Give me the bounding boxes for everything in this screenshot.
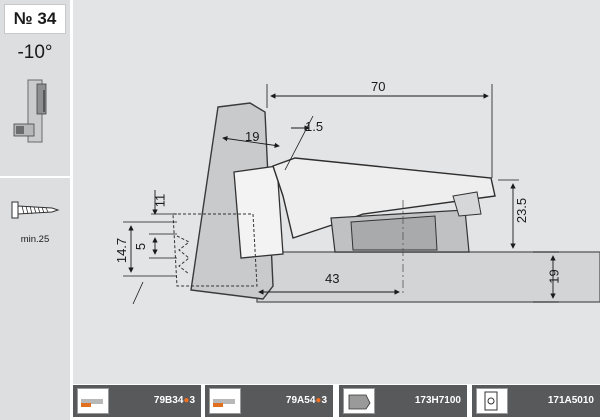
part-item[interactable]: 173H7100 <box>339 385 467 417</box>
dim-19-right: 19 <box>546 269 562 284</box>
part-code: 79A54●3 <box>285 395 327 406</box>
technical-drawing: 70 1.5 19 23.5 11 14.7 5 43 19 <box>73 0 600 384</box>
part-code: 79B34●3 <box>153 395 195 406</box>
opening-angle: -10° <box>17 42 53 63</box>
hinge-cup <box>233 165 284 259</box>
part-item[interactable]: 79A54●3 <box>205 385 333 417</box>
part-code: 173H7100 <box>414 395 461 406</box>
dim-43: 43 <box>325 271 340 286</box>
dim-19-top: 19 <box>245 129 260 144</box>
parts-bar-corner <box>0 384 70 420</box>
adapter-icon <box>476 388 508 414</box>
screw-icon <box>11 201 60 219</box>
mounting-plate-icon <box>209 388 241 414</box>
dim-14-7: 14.7 <box>114 237 130 264</box>
hinge-drawing <box>123 84 600 305</box>
hinge-arm-icon <box>77 388 109 414</box>
dim-11: 11 <box>152 193 168 208</box>
hinge-side-view-icon <box>13 79 47 143</box>
sheet-number: № 34 <box>4 4 66 34</box>
dim-1-5: 1.5 <box>305 119 324 134</box>
sidebar: № 34 -10° min.25 <box>0 0 70 384</box>
part-item[interactable]: 171A5010 <box>472 385 600 417</box>
hinge-arm <box>272 157 496 239</box>
part-code: 171A5010 <box>547 395 594 406</box>
dim-23-5: 23.5 <box>514 197 530 224</box>
screw-length-label: min.25 <box>20 234 50 245</box>
part-item[interactable]: 79B34●3 <box>73 385 201 417</box>
sidebar-divider <box>0 176 70 178</box>
plate-icon <box>343 388 375 414</box>
dim-70: 70 <box>371 79 386 94</box>
dim-5: 5 <box>133 242 149 251</box>
